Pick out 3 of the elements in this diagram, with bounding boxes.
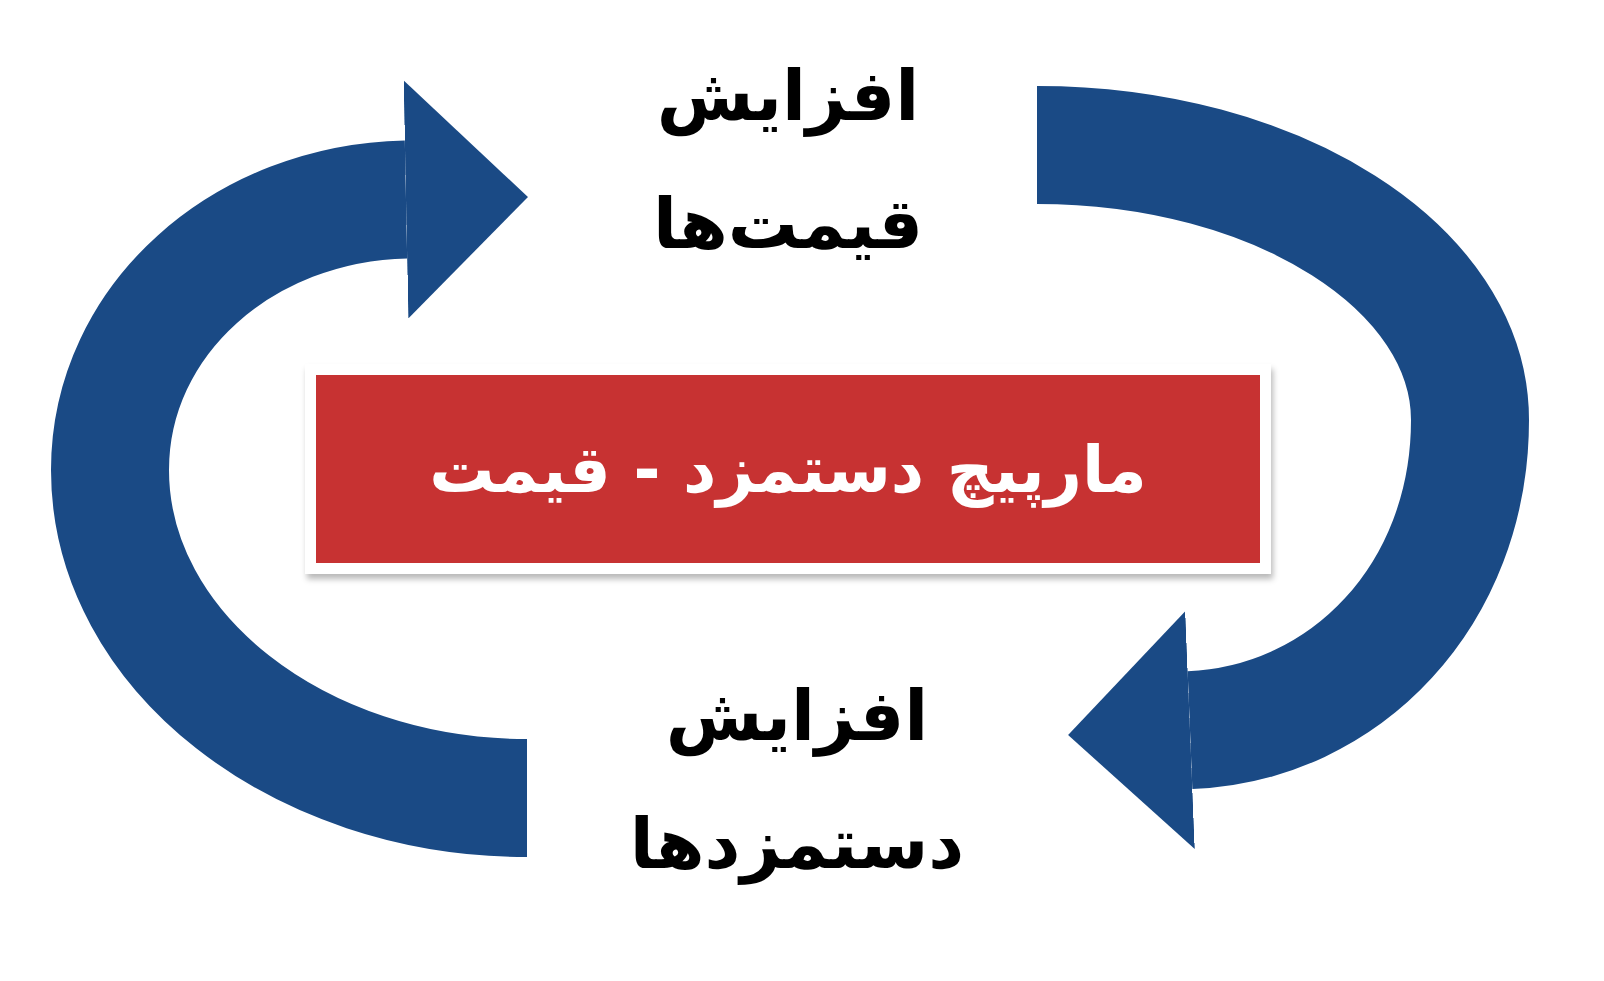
text-label: افزایش دستمزدها: [629, 674, 965, 887]
curved-arrow: [1034, 86, 1529, 849]
text-label: افزایش قیمت‌ها: [652, 54, 924, 267]
